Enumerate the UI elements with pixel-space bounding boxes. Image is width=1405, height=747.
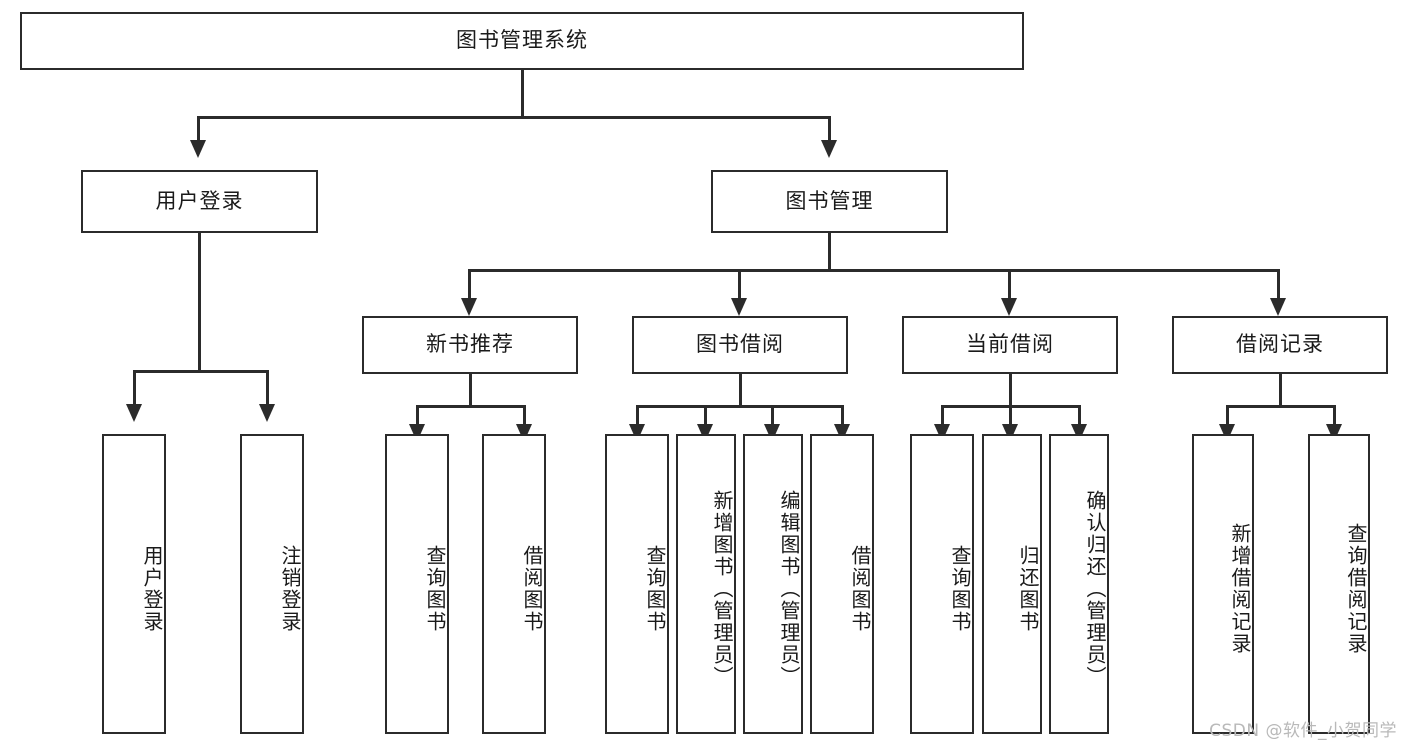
connector-user-login-drop-2 [266, 370, 269, 406]
arrow-to-borrow-record [1270, 298, 1286, 316]
leaf-borrow-book-new-recommend[interactable]: 借阅图书 [482, 434, 546, 734]
leaf-query-book-new-recommend[interactable]: 查询图书 [385, 434, 449, 734]
node-label: 确认归还（管理员） [1083, 490, 1107, 688]
node-label: 查询图书 [423, 545, 447, 633]
connector-borrow-record-drop-1 [1226, 405, 1229, 427]
connector-book-management-stem [828, 233, 831, 272]
leaf-borrow-book-borrow[interactable]: 借阅图书 [810, 434, 874, 734]
node-label: 查询借阅记录 [1344, 523, 1368, 655]
connector-level3-drop-3 [1008, 269, 1011, 301]
node-book-management[interactable]: 图书管理 [711, 170, 948, 233]
node-label: 查询图书 [948, 545, 972, 633]
connector-root-stem [521, 70, 524, 118]
leaf-query-book-current[interactable]: 查询图书 [910, 434, 974, 734]
node-book-borrow[interactable]: 图书借阅 [632, 316, 848, 374]
node-label: 借阅图书 [520, 545, 544, 633]
connector-level3-drop-1 [468, 269, 471, 301]
connector-current-borrow-drop-1 [941, 405, 944, 427]
leaf-query-book-borrow[interactable]: 查询图书 [605, 434, 669, 734]
arrow-to-new-book-recommend [461, 298, 477, 316]
connector-level3-bus [468, 269, 1280, 272]
connector-user-login-bus [133, 370, 269, 373]
connector-root-bus [197, 116, 831, 119]
connector-root-drop-right [828, 116, 831, 142]
connector-level3-drop-2 [738, 269, 741, 301]
leaf-add-borrow-record[interactable]: 新增借阅记录 [1192, 434, 1254, 734]
connector-root-drop-left [197, 116, 200, 142]
connector-new-book-drop-1 [416, 405, 419, 427]
node-label: 图书管理系统 [456, 28, 588, 53]
leaf-add-book-admin[interactable]: 新增图书（管理员） [676, 434, 736, 734]
arrow-to-current-borrow [1001, 298, 1017, 316]
arrow-to-leaf-user-login [126, 404, 142, 422]
node-label: 新书推荐 [426, 332, 514, 357]
node-label: 图书管理 [785, 188, 874, 213]
node-label: 编辑图书（管理员） [777, 490, 801, 688]
node-label: 新增借阅记录 [1228, 523, 1252, 655]
node-label: 图书借阅 [696, 332, 784, 357]
connector-book-borrow-stem [739, 374, 742, 408]
node-label: 用户登录 [140, 545, 164, 633]
node-new-book-recommend[interactable]: 新书推荐 [362, 316, 578, 374]
node-label: 借阅记录 [1236, 332, 1324, 357]
leaf-confirm-return-admin[interactable]: 确认归还（管理员） [1049, 434, 1109, 734]
connector-book-borrow-drop-4 [841, 405, 844, 427]
connector-new-book-drop-2 [523, 405, 526, 427]
connector-user-login-drop-1 [133, 370, 136, 406]
connector-book-borrow-drop-3 [771, 405, 774, 427]
node-root-book-management-system[interactable]: 图书管理系统 [20, 12, 1024, 70]
node-label: 借阅图书 [848, 545, 872, 633]
connector-new-book-stem [469, 374, 472, 408]
node-borrow-record[interactable]: 借阅记录 [1172, 316, 1388, 374]
node-current-borrow[interactable]: 当前借阅 [902, 316, 1118, 374]
node-label: 归还图书 [1016, 545, 1040, 633]
connector-current-borrow-drop-2 [1009, 405, 1012, 427]
leaf-edit-book-admin[interactable]: 编辑图书（管理员） [743, 434, 803, 734]
arrow-to-book-management [821, 140, 837, 158]
arrow-to-user-login [190, 140, 206, 158]
leaf-query-borrow-record[interactable]: 查询借阅记录 [1308, 434, 1370, 734]
leaf-user-login[interactable]: 用户登录 [102, 434, 166, 734]
node-label: 查询图书 [643, 545, 667, 633]
leaf-logout[interactable]: 注销登录 [240, 434, 304, 734]
connector-borrow-record-stem [1279, 374, 1282, 408]
connector-current-borrow-drop-3 [1078, 405, 1081, 427]
connector-new-book-bus [416, 405, 526, 408]
arrow-to-leaf-logout [259, 404, 275, 422]
leaf-return-book[interactable]: 归还图书 [982, 434, 1042, 734]
connector-borrow-record-drop-2 [1333, 405, 1336, 427]
connector-book-borrow-bus [636, 405, 844, 408]
node-label: 用户登录 [155, 188, 244, 213]
node-user-login[interactable]: 用户登录 [81, 170, 318, 233]
node-label: 注销登录 [278, 545, 302, 633]
connector-borrow-record-bus [1226, 405, 1336, 408]
connector-book-borrow-drop-1 [636, 405, 639, 427]
watermark-text: CSDN @软件_小贺同学 [1209, 721, 1397, 741]
connector-user-login-stem [198, 233, 201, 373]
node-label: 新增图书（管理员） [710, 490, 734, 688]
node-label: 当前借阅 [966, 332, 1054, 357]
arrow-to-book-borrow [731, 298, 747, 316]
connector-current-borrow-stem [1009, 374, 1012, 408]
connector-book-borrow-drop-2 [704, 405, 707, 427]
connector-level3-drop-4 [1277, 269, 1280, 301]
